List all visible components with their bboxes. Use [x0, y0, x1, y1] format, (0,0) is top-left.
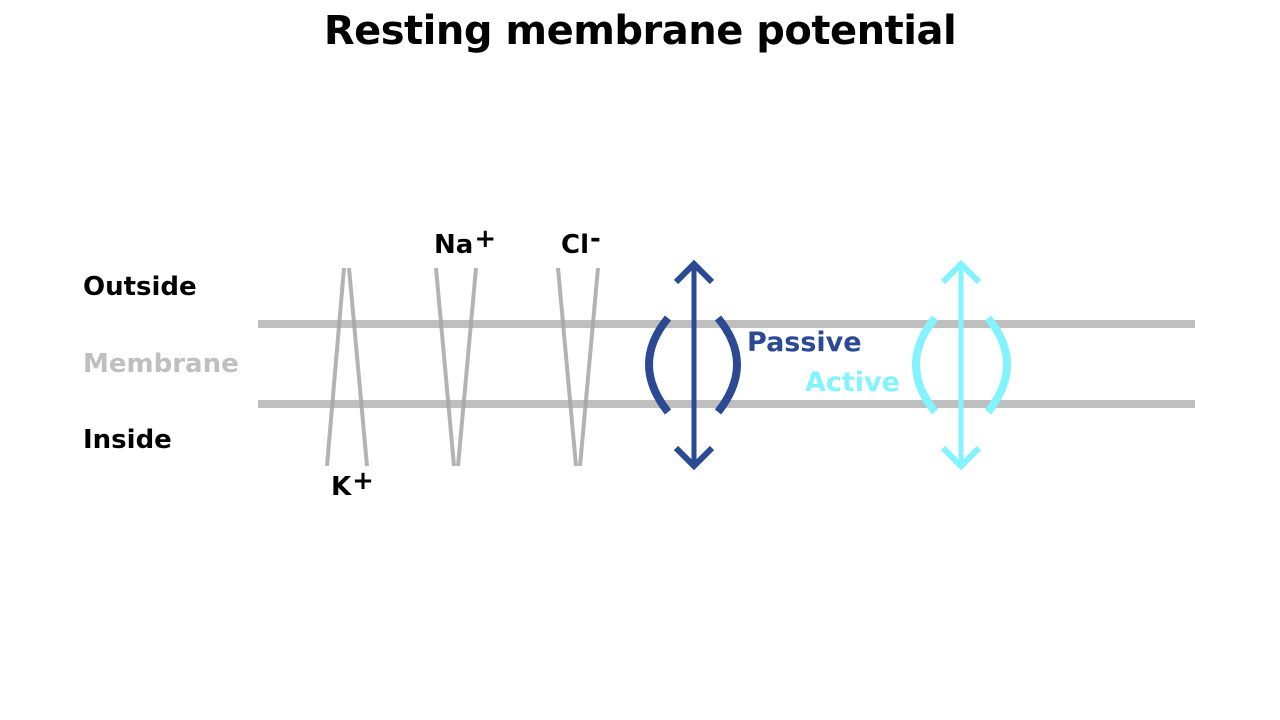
potassium-channel [325, 267, 369, 467]
sodium-charge: + [474, 224, 497, 254]
chloride-ion-label: Cl- [561, 224, 601, 260]
page-title: Resting membrane potential [323, 8, 957, 54]
active-left-bracket [912, 315, 939, 415]
active-arrow-head-up [940, 259, 982, 285]
outside-label: Outside [83, 272, 197, 302]
active-arrow-head-down [940, 445, 982, 471]
potassium-charge: + [352, 466, 374, 496]
sodium-ion-label: Na+ [434, 224, 496, 260]
chloride-channel [556, 267, 600, 467]
passive-arrow-head-up [673, 259, 715, 285]
inside-label: Inside [83, 425, 172, 455]
passive-label: Passive [747, 327, 862, 358]
sodium-channel [434, 267, 478, 467]
passive-right-bracket [714, 315, 741, 415]
sodium-symbol: Na [434, 230, 474, 260]
membrane-label: Membrane [83, 349, 239, 379]
active-right-bracket [984, 315, 1011, 415]
chloride-charge: - [590, 224, 601, 254]
potassium-ion-label: K+ [331, 466, 374, 502]
passive-arrow-head-down [673, 445, 715, 471]
chloride-symbol: Cl [561, 230, 589, 260]
potassium-symbol: K [331, 472, 352, 502]
passive-left-bracket [645, 315, 672, 415]
active-label: Active [805, 367, 900, 398]
active-channel [912, 259, 1011, 471]
passive-channel [645, 259, 741, 471]
